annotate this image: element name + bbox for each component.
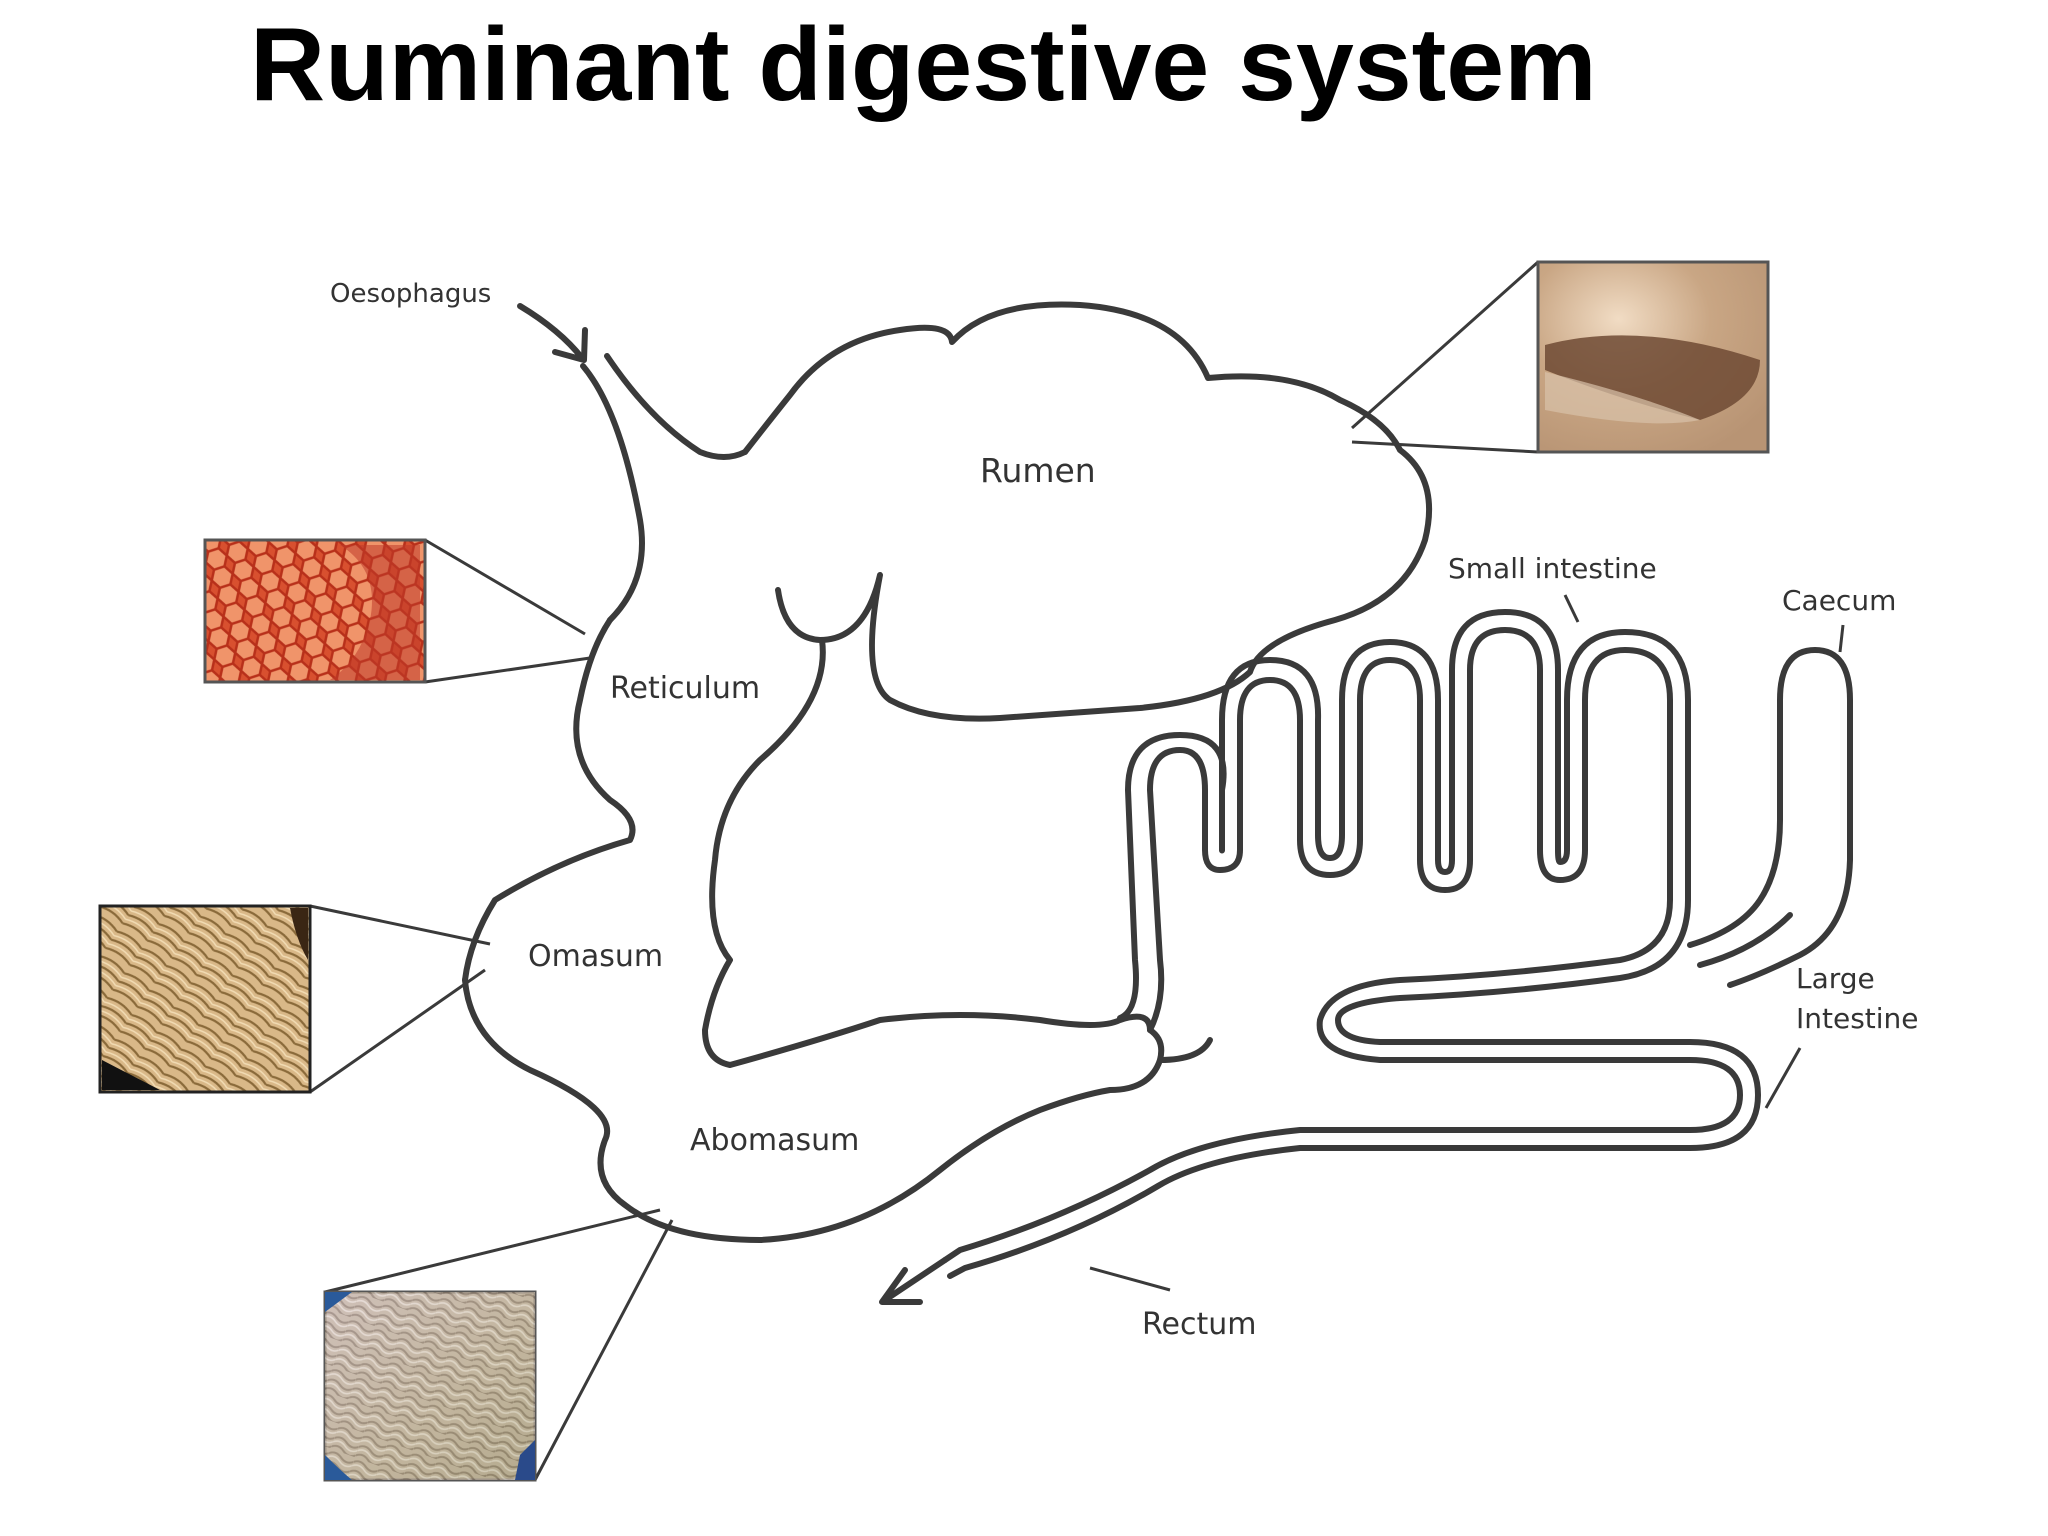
labels: Oesophagus Rumen Reticulum Omasum Abomas…	[330, 279, 1919, 1342]
caecum-outline	[1687, 647, 1853, 988]
reticulum-leader-bottom	[424, 656, 591, 684]
caecum-inner	[1697, 912, 1793, 968]
abomasum-to-intestine	[1157, 1037, 1213, 1063]
omasum-leader-bottom	[309, 968, 486, 1094]
small-intestine-leader	[1563, 594, 1580, 623]
label-large-intestine-2: Intestine	[1796, 1002, 1919, 1035]
rumen-leader-top	[1351, 260, 1539, 430]
label-abomasum: Abomasum	[690, 1123, 859, 1158]
rectum-arrow-head	[879, 1267, 923, 1305]
abomasum-photo	[323, 1290, 537, 1482]
inner-boundary	[702, 637, 1153, 1068]
small-intestine-inner	[947, 609, 1761, 1279]
abomasum-leader-right	[533, 1219, 674, 1481]
rectum-arrow-shaft	[882, 1257, 948, 1303]
label-large-intestine-1: Large	[1796, 962, 1875, 995]
label-oesophagus: Oesophagus	[330, 279, 491, 309]
leader-lines	[309, 260, 1845, 1481]
label-reticulum: Reticulum	[610, 671, 760, 706]
oesophagus-arrow-head	[552, 327, 588, 363]
rectum-leader	[1089, 1266, 1171, 1292]
rumen-photo	[1536, 260, 1770, 454]
large-intestine-leader	[1764, 1047, 1802, 1109]
reticulum-photo	[203, 538, 427, 684]
label-rumen: Rumen	[980, 451, 1096, 490]
reticulum-leader-top	[424, 538, 586, 636]
page-title: Ruminant digestive system	[250, 7, 1597, 123]
omasum-outline	[462, 977, 1165, 1243]
rumen-outline	[742, 301, 1433, 722]
label-rectum: Rectum	[1142, 1307, 1256, 1342]
rumen-leader-bottom	[1351, 440, 1539, 454]
organ-outlines	[462, 301, 1853, 1305]
oesophagus-arrow-shaft	[517, 303, 585, 361]
label-small-intestine: Small intestine	[1448, 552, 1657, 585]
label-caecum: Caecum	[1782, 584, 1896, 617]
oesophagus-outline	[580, 363, 645, 623]
reticulum-outline	[462, 617, 636, 983]
small-intestine-outline	[942, 627, 1743, 1263]
abomasum-leader-left	[324, 1208, 661, 1294]
omasum-photo	[98, 904, 312, 1094]
caecum-leader	[1838, 624, 1845, 653]
label-omasum: Omasum	[528, 939, 663, 974]
omasum-leader-top	[309, 904, 491, 946]
oesophagus-outline-inner	[604, 353, 748, 460]
